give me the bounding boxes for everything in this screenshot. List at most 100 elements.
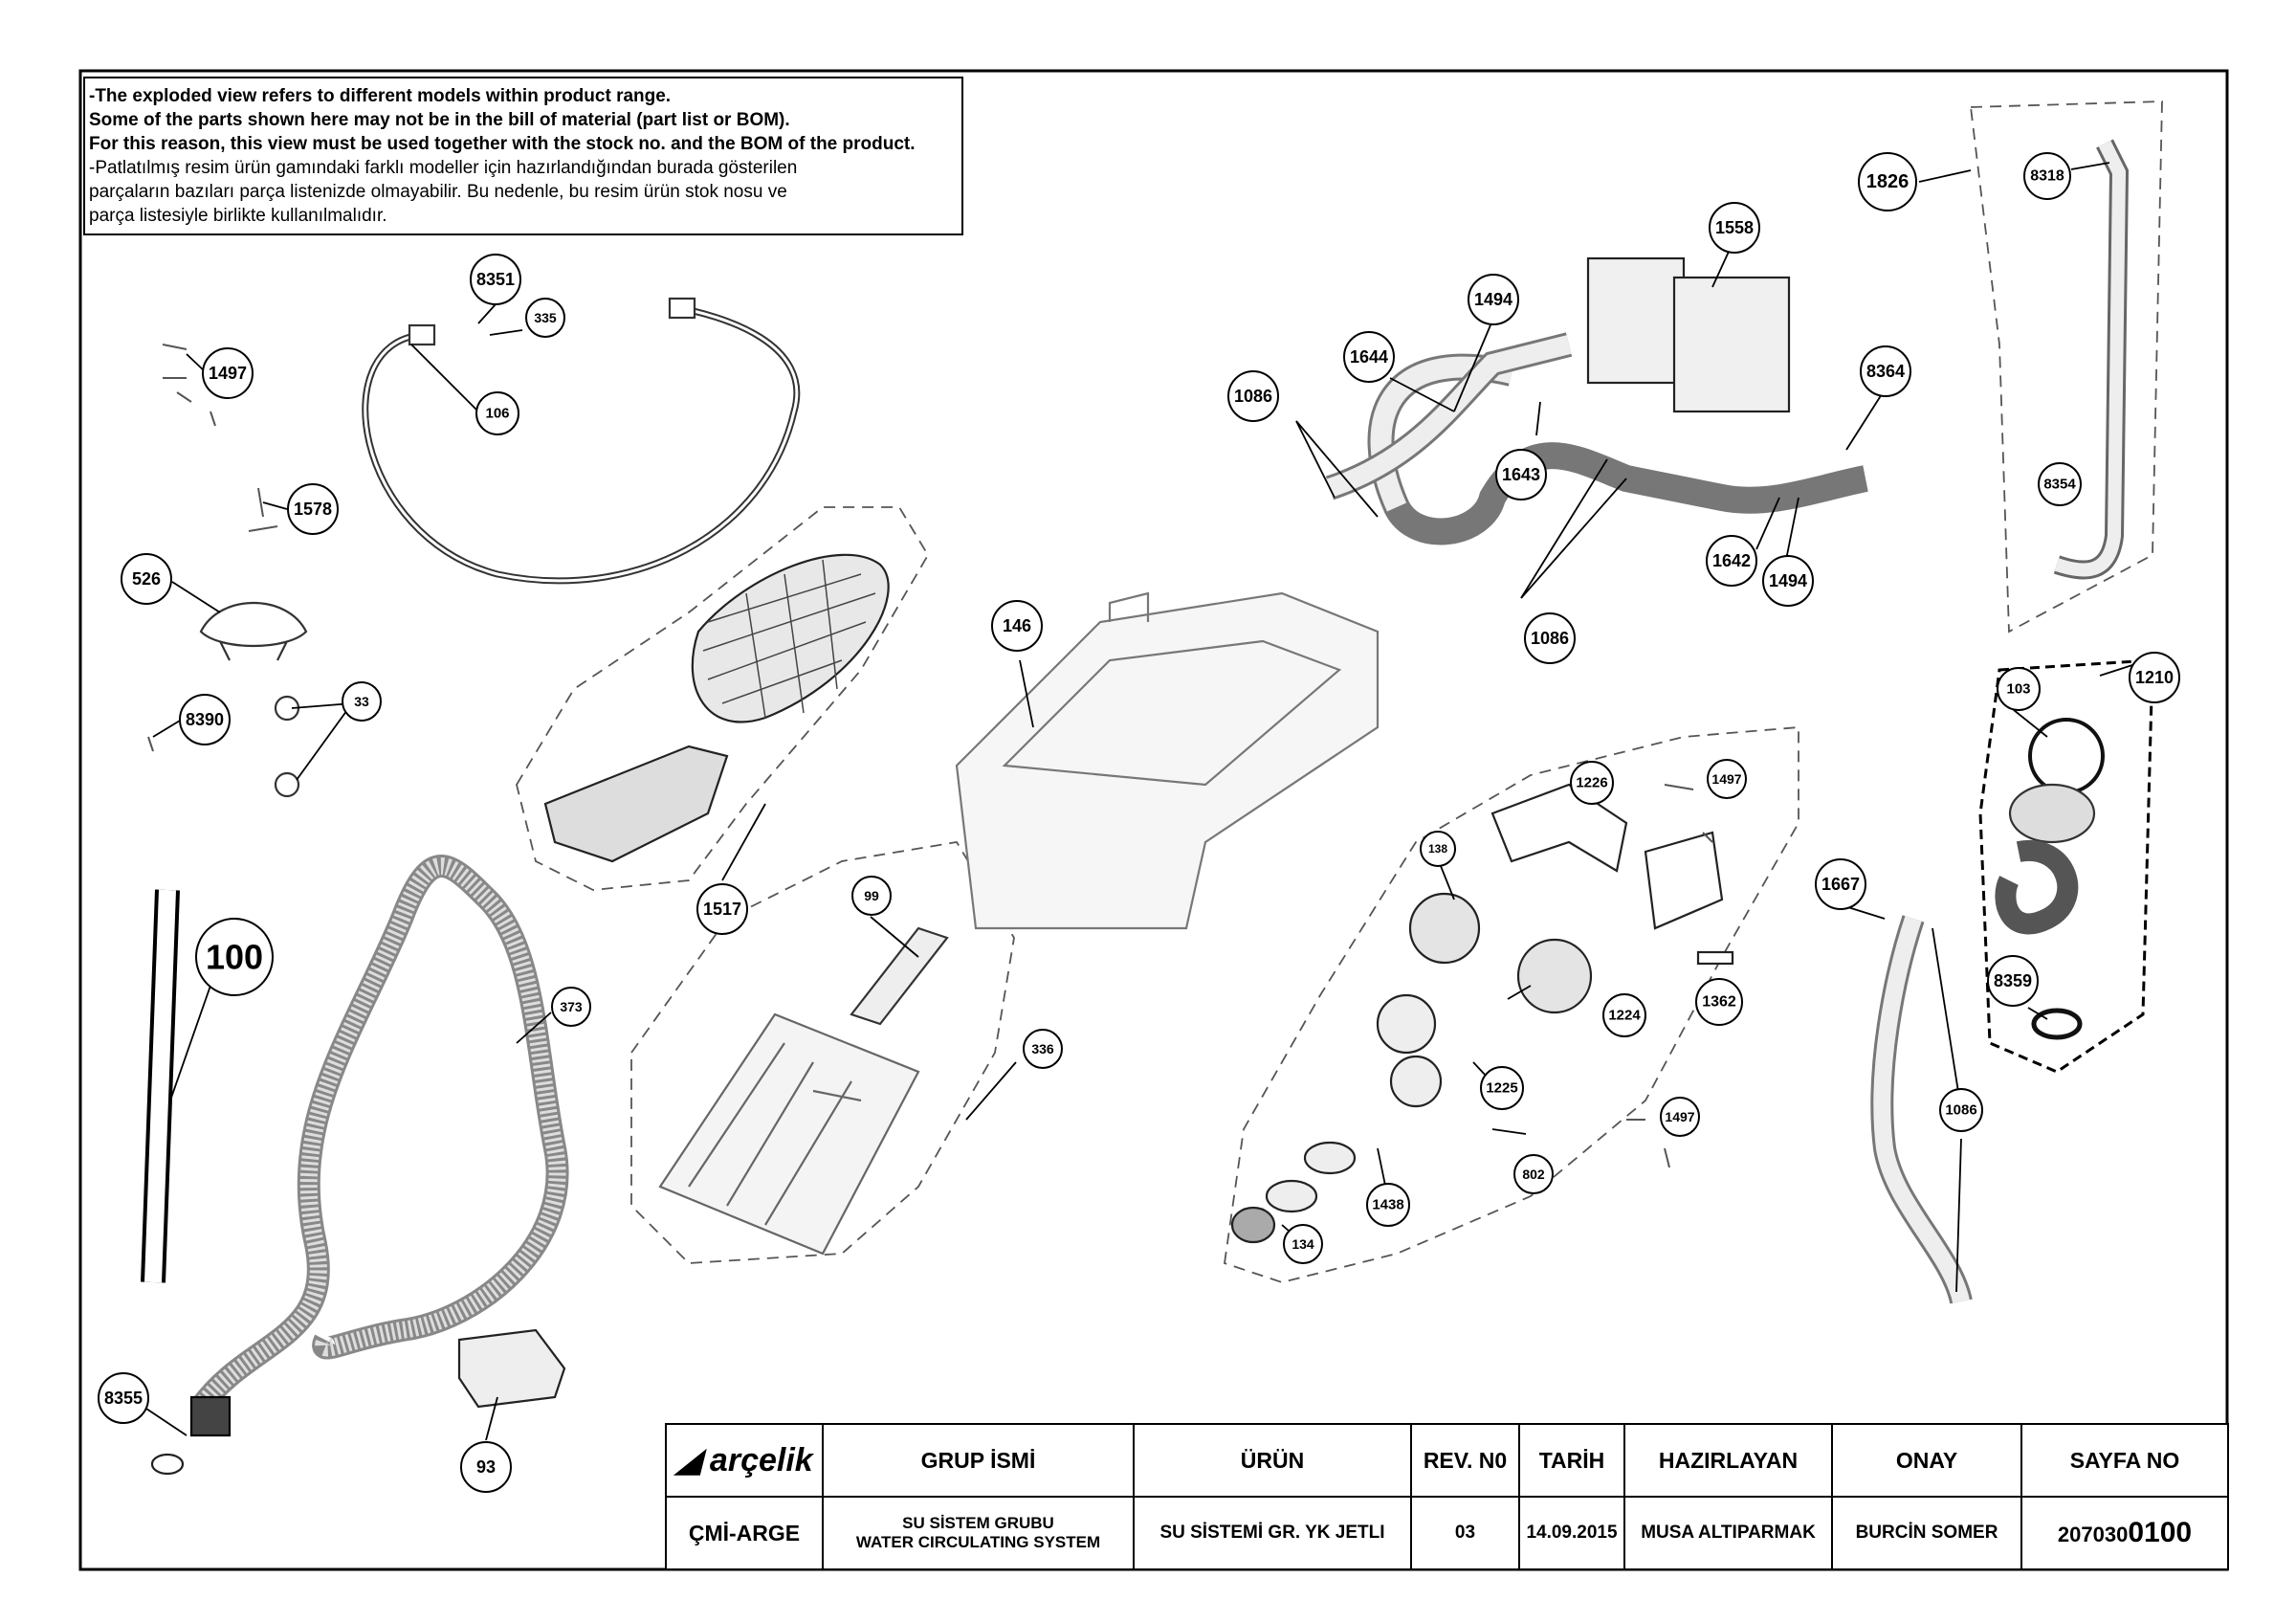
part-label-106: 106 (485, 406, 509, 422)
part-label-1438: 1438 (1372, 1197, 1403, 1213)
callout-balloon-106 (475, 391, 519, 435)
callout-balloon-8359 (1987, 955, 2039, 1007)
header-prepared: HAZIRLAYAN (1623, 1423, 1833, 1498)
drawer-336-drawing (658, 1012, 920, 1256)
note-en-line-1: -The exploded view refers to different m… (89, 86, 672, 106)
header-group: GRUP İSMİ (822, 1423, 1135, 1498)
page-suffix: 0100 (2128, 1517, 2193, 1548)
value-prepared: MUSA ALTIPARMAK (1623, 1496, 1833, 1570)
callout-balloon-1558 (1709, 202, 1760, 254)
detergent-drawer-housing-drawing (955, 591, 1380, 930)
part-label-134: 134 (1292, 1236, 1314, 1252)
callout-balloon-93 (460, 1441, 512, 1493)
note-tr-line-2: parçaların bazıları parça listenizde olm… (89, 182, 787, 202)
part-label-1226: 1226 (1576, 775, 1607, 791)
callout-balloon-373 (551, 987, 591, 1027)
part-93-drawing (457, 1328, 566, 1409)
callout-balloon-1667 (1815, 858, 1866, 910)
callout-balloon-1224 (1602, 993, 1646, 1037)
value-rev: 03 (1410, 1496, 1520, 1570)
part-label-1558: 1558 (1715, 218, 1754, 237)
header-product: ÜRÜN (1133, 1423, 1412, 1498)
part-label-526: 526 (132, 569, 161, 589)
clip-526-drawing (199, 602, 308, 661)
clamp-33b-drawing (274, 771, 300, 798)
part-label-1667: 1667 (1821, 875, 1860, 894)
page-prefix: 207030 (2057, 1523, 2129, 1546)
header-page: SAYFA NO (2020, 1423, 2229, 1498)
company-logo: ◢ arçelik (665, 1423, 824, 1498)
callout-balloon-1644 (1343, 331, 1395, 383)
callout-balloon-8354 (2038, 462, 2082, 506)
callout-balloon-802 (1513, 1154, 1554, 1194)
part-label-99: 99 (864, 888, 879, 903)
callout-balloon-1497 (1707, 759, 1747, 799)
part-label-8355: 8355 (104, 1389, 143, 1408)
part-label-1497: 1497 (1711, 771, 1741, 787)
header-date: TARİH (1518, 1423, 1625, 1498)
value-group-en: WATER CIRCULATING SYSTEM (855, 1533, 1101, 1551)
value-product: SU SİSTEMİ GR. YK JETLI (1133, 1496, 1412, 1570)
part-99-drawing (850, 926, 949, 1026)
callout-balloon-1497 (1660, 1097, 1700, 1137)
callout-balloon-1086 (1939, 1088, 1983, 1132)
part-label-1210: 1210 (2135, 668, 2174, 687)
value-date: 14.09.2015 (1518, 1496, 1625, 1570)
callout-balloon-1578 (287, 483, 339, 535)
callout-balloon-1210 (2129, 652, 2180, 703)
filter-housing-drawing (543, 745, 729, 863)
callout-balloon-526 (121, 553, 172, 605)
callout-balloon-1494 (1468, 274, 1519, 325)
callout-balloon-1643 (1495, 449, 1547, 500)
callout-balloon-336 (1023, 1029, 1063, 1069)
drawer-group-boundary (630, 841, 1015, 1264)
filter-group-boundary (516, 506, 930, 891)
callout-balloon-1642 (1706, 535, 1757, 587)
logo-mark-icon: ◢ (675, 1442, 701, 1478)
callout-balloon-8355 (98, 1372, 149, 1424)
callout-balloon-1826 (1858, 152, 1917, 211)
part-label-1086: 1086 (1531, 629, 1569, 648)
part-label-1225: 1225 (1486, 1080, 1517, 1097)
callout-balloon-335 (525, 298, 565, 338)
callout-balloon-8364 (1860, 345, 1911, 397)
callout-balloon-8351 (470, 254, 521, 305)
value-group-tr: SU SİSTEM GRUBU (902, 1514, 1054, 1532)
part-label-93: 93 (476, 1457, 496, 1477)
callout-balloon-138 (1420, 831, 1456, 867)
part-label-1517: 1517 (703, 900, 741, 919)
header-approval: ONAY (1831, 1423, 2022, 1498)
callout-balloons: 8351335106149715785263383901003738355931… (98, 152, 2180, 1493)
value-dept: ÇMİ-ARGE (665, 1496, 824, 1570)
part-label-1494: 1494 (1769, 571, 1807, 590)
value-group: SU SİSTEM GRUBU WATER CIRCULATING SYSTEM (822, 1496, 1135, 1570)
callout-balloon-8318 (2023, 152, 2071, 200)
part-label-335: 335 (534, 310, 557, 325)
callout-balloon-1086 (1524, 612, 1576, 664)
callout-balloon-100 (195, 918, 274, 996)
callout-balloon-1494 (1762, 555, 1814, 607)
note-tr-line-3: parça listesiyle birlikte kullanılmalıdı… (89, 206, 387, 226)
part-label-33: 33 (354, 694, 369, 709)
part-label-1578: 1578 (294, 500, 332, 519)
part-label-1494: 1494 (1474, 290, 1512, 309)
part-label-8351: 8351 (476, 270, 515, 289)
callout-balloon-99 (851, 876, 892, 916)
part-label-802: 802 (1522, 1167, 1545, 1182)
part-label-8390: 8390 (186, 710, 224, 729)
part-label-373: 373 (560, 999, 583, 1014)
callout-balloon-1225 (1480, 1066, 1524, 1110)
pump-assembly-drawing (1230, 783, 1734, 1244)
part-label-138: 138 (1428, 842, 1447, 856)
disclaimer-note: -The exploded view refers to different m… (83, 77, 963, 235)
callout-balloon-1517 (696, 883, 748, 935)
part-label-146: 146 (1003, 616, 1031, 635)
header-rev: REV. N0 (1410, 1423, 1520, 1498)
part-label-103: 103 (2006, 681, 2030, 698)
callout-balloon-103 (1997, 667, 2041, 711)
part-label-8354: 8354 (2043, 477, 2076, 493)
part-label-1362: 1362 (1702, 994, 1736, 1011)
callout-balloon-1086 (1227, 370, 1279, 422)
bellow-1210-drawing (1995, 718, 2105, 1040)
